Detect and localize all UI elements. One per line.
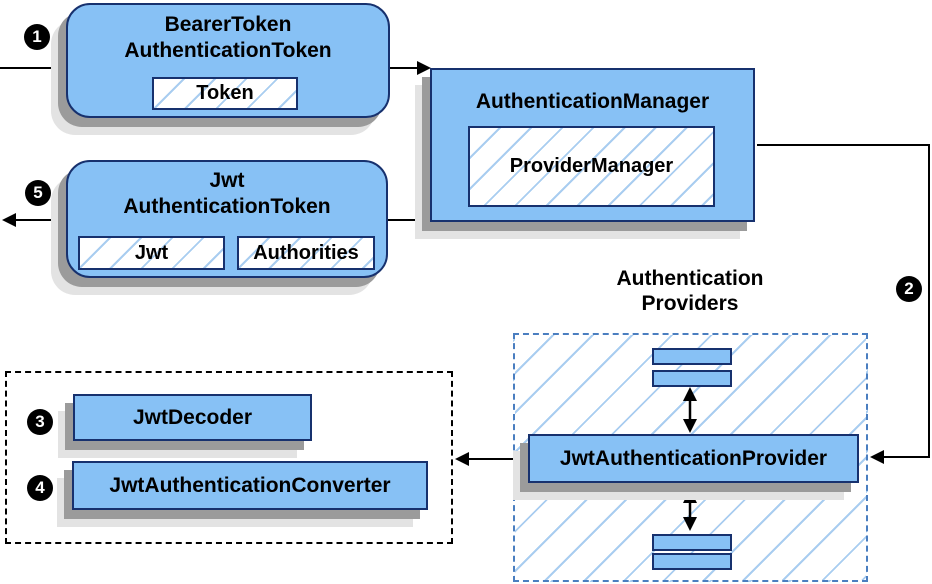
jwt-authentication-converter-box: JwtAuthenticationConverter xyxy=(72,461,428,510)
providers-label-line2: Providers xyxy=(641,292,739,315)
step-4-badge: 4 xyxy=(27,475,53,501)
double-arrow-up-head-icon xyxy=(683,387,697,401)
provider-manager-chip: ProviderManager xyxy=(468,126,715,207)
step-5-badge: 5 xyxy=(25,180,51,206)
provider-manager-chip-label: ProviderManager xyxy=(509,155,674,177)
token-chip-label: Token xyxy=(196,82,254,104)
step-1-number: 1 xyxy=(32,27,42,46)
manager-to-provider-line xyxy=(757,144,930,458)
jwt-token-title: Jwt AuthenticationToken xyxy=(68,162,386,220)
step-3-number: 3 xyxy=(35,412,45,431)
jwt-token-title-line1: Jwt xyxy=(209,169,245,192)
step-1-badge: 1 xyxy=(24,24,50,50)
authentication-providers-label: Authentication Providers xyxy=(540,266,840,316)
jwt-decoder-label: JwtDecoder xyxy=(132,405,253,429)
bearer-token-title: BearerToken AuthenticationToken xyxy=(68,5,388,64)
jwt-chip-label: Jwt xyxy=(134,241,169,264)
step-2-number: 2 xyxy=(904,279,914,298)
step-4-number: 4 xyxy=(35,478,45,497)
token-chip: Token xyxy=(152,77,298,110)
provider-placeholder-bar xyxy=(652,348,732,365)
bearer-token-title-line1: BearerToken xyxy=(164,13,292,36)
bearer-token-title-line2: AuthenticationToken xyxy=(124,39,332,62)
jwt-authentication-provider-box: JwtAuthenticationProvider xyxy=(528,434,859,483)
step-5-number: 5 xyxy=(33,183,43,202)
step-3-badge: 3 xyxy=(27,409,53,435)
jwt-chip: Jwt xyxy=(78,236,225,270)
jwt-decoder-box: JwtDecoder xyxy=(73,394,312,441)
provider-placeholder-bar xyxy=(652,553,732,570)
providers-label-line1: Authentication xyxy=(616,267,764,290)
manager-to-provider-arrowhead-icon xyxy=(870,450,884,464)
double-arrow-down-head-icon xyxy=(683,517,697,531)
authentication-manager-title: AuthenticationManager xyxy=(475,90,710,113)
jwt-authentication-provider-label: JwtAuthenticationProvider xyxy=(559,446,828,470)
step-2-badge: 2 xyxy=(896,276,922,302)
jwt-token-out-arrowhead-icon xyxy=(2,213,16,227)
jwt-token-title-line2: AuthenticationToken xyxy=(123,195,331,218)
bearer-to-manager-arrowhead-icon xyxy=(417,61,431,75)
provider-placeholder-bar xyxy=(652,370,732,387)
authorities-chip: Authorities xyxy=(237,236,375,270)
double-arrow-down-head-icon xyxy=(683,419,697,433)
double-arrow-up-head-icon xyxy=(683,489,697,503)
provider-placeholder-bar xyxy=(652,534,732,551)
authorities-chip-label: Authorities xyxy=(253,241,359,264)
jwt-authentication-converter-label: JwtAuthenticationConverter xyxy=(109,473,391,497)
provider-to-decoder-arrowhead-icon xyxy=(455,452,469,466)
